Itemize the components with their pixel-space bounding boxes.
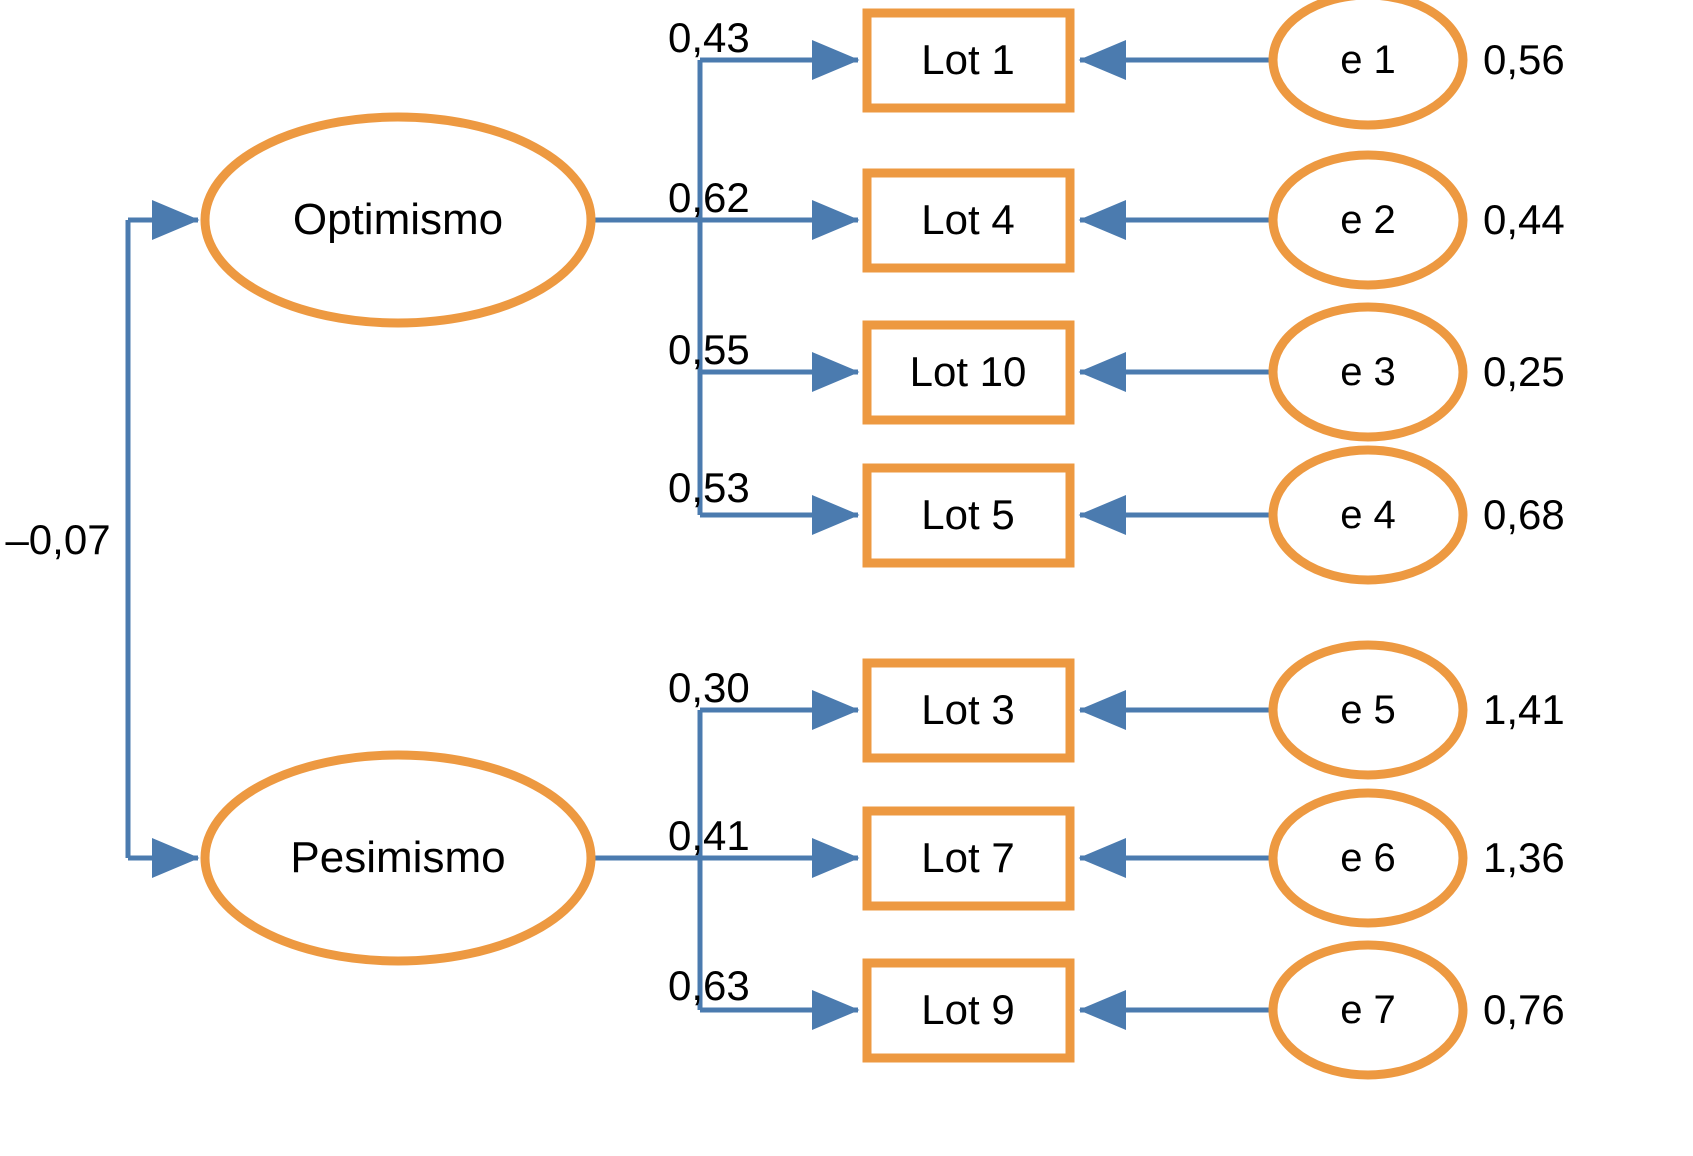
- latent-ellipses: [200, 112, 596, 966]
- loading-label-lot5: 0,53: [668, 464, 750, 511]
- indicator-label-lot3: Lot 3: [921, 686, 1015, 733]
- indicator-rect-lot10: [862, 320, 1075, 425]
- indicator-label-lot4: Lot 4: [921, 196, 1015, 243]
- error-variance-e5: 1,41: [1483, 686, 1565, 733]
- covariance-coefficient: –0,07: [5, 516, 111, 563]
- error-ellipse-e3: [1268, 302, 1468, 442]
- indicator-rect-lot4: [862, 168, 1075, 273]
- indicator-rect-lot7: [862, 806, 1075, 911]
- error-ellipse-e7: [1268, 940, 1468, 1080]
- error-variance-e2: 0,44: [1483, 196, 1565, 243]
- indicator-rect-lot9: [862, 958, 1075, 1063]
- covariance-connector: [125, 200, 200, 878]
- error-ellipses: [1268, 0, 1468, 1080]
- error-label-e1: e 1: [1340, 38, 1396, 82]
- error-label-e6: e 6: [1340, 836, 1396, 880]
- indicator-label-lot10: Lot 10: [909, 348, 1027, 395]
- error-ellipse-e5: [1268, 640, 1468, 780]
- indicator-label-lot9: Lot 9: [921, 986, 1015, 1033]
- loading-label-lot7: 0,41: [668, 812, 750, 859]
- error-variance-e1: 0,56: [1483, 36, 1565, 83]
- error-label-e2: e 2: [1340, 198, 1396, 242]
- loading-label-lot3: 0,30: [668, 664, 750, 711]
- error-ellipse-e6: [1268, 788, 1468, 928]
- error-paths: [1078, 40, 1273, 1030]
- indicator-label-lot5: Lot 5: [921, 491, 1015, 538]
- error-ellipse-e4: [1268, 445, 1468, 585]
- loading-label-lot4: 0,62: [668, 174, 750, 221]
- loading-label-lot1: 0,43: [668, 14, 750, 61]
- error-label-e4: e 4: [1340, 493, 1396, 537]
- error-variance-e4: 0,68: [1483, 491, 1565, 538]
- error-variance-e7: 0,76: [1483, 986, 1565, 1033]
- optimismo-loading-paths: [591, 40, 860, 535]
- error-variance-e6: 1,36: [1483, 834, 1565, 881]
- error-ellipse-e2: [1268, 150, 1468, 290]
- latent-label-optimismo: Optimismo: [292, 195, 504, 244]
- latent-label-pesimismo: Pesimismo: [290, 833, 506, 882]
- loading-label-lot9: 0,63: [668, 962, 750, 1009]
- error-ellipse-e1: [1268, 0, 1468, 130]
- error-label-e7: e 7: [1340, 988, 1396, 1032]
- error-variance-e3: 0,25: [1483, 348, 1565, 395]
- indicator-rect-lot1: [862, 8, 1075, 113]
- indicator-label-lot1: Lot 1: [921, 36, 1015, 83]
- loading-label-lot10: 0,55: [668, 326, 750, 373]
- indicator-rect-lot5: [862, 463, 1075, 568]
- error-label-e3: e 3: [1340, 350, 1396, 394]
- latent-ellipse-optimismo: [200, 112, 596, 328]
- pesimismo-loading-paths: [591, 690, 860, 1030]
- indicator-rect-lot3: [862, 658, 1075, 763]
- latent-ellipse-pesimismo: [200, 750, 596, 966]
- indicator-label-lot7: Lot 7: [921, 834, 1015, 881]
- indicator-rects: [862, 8, 1075, 1063]
- error-label-e5: e 5: [1340, 688, 1396, 732]
